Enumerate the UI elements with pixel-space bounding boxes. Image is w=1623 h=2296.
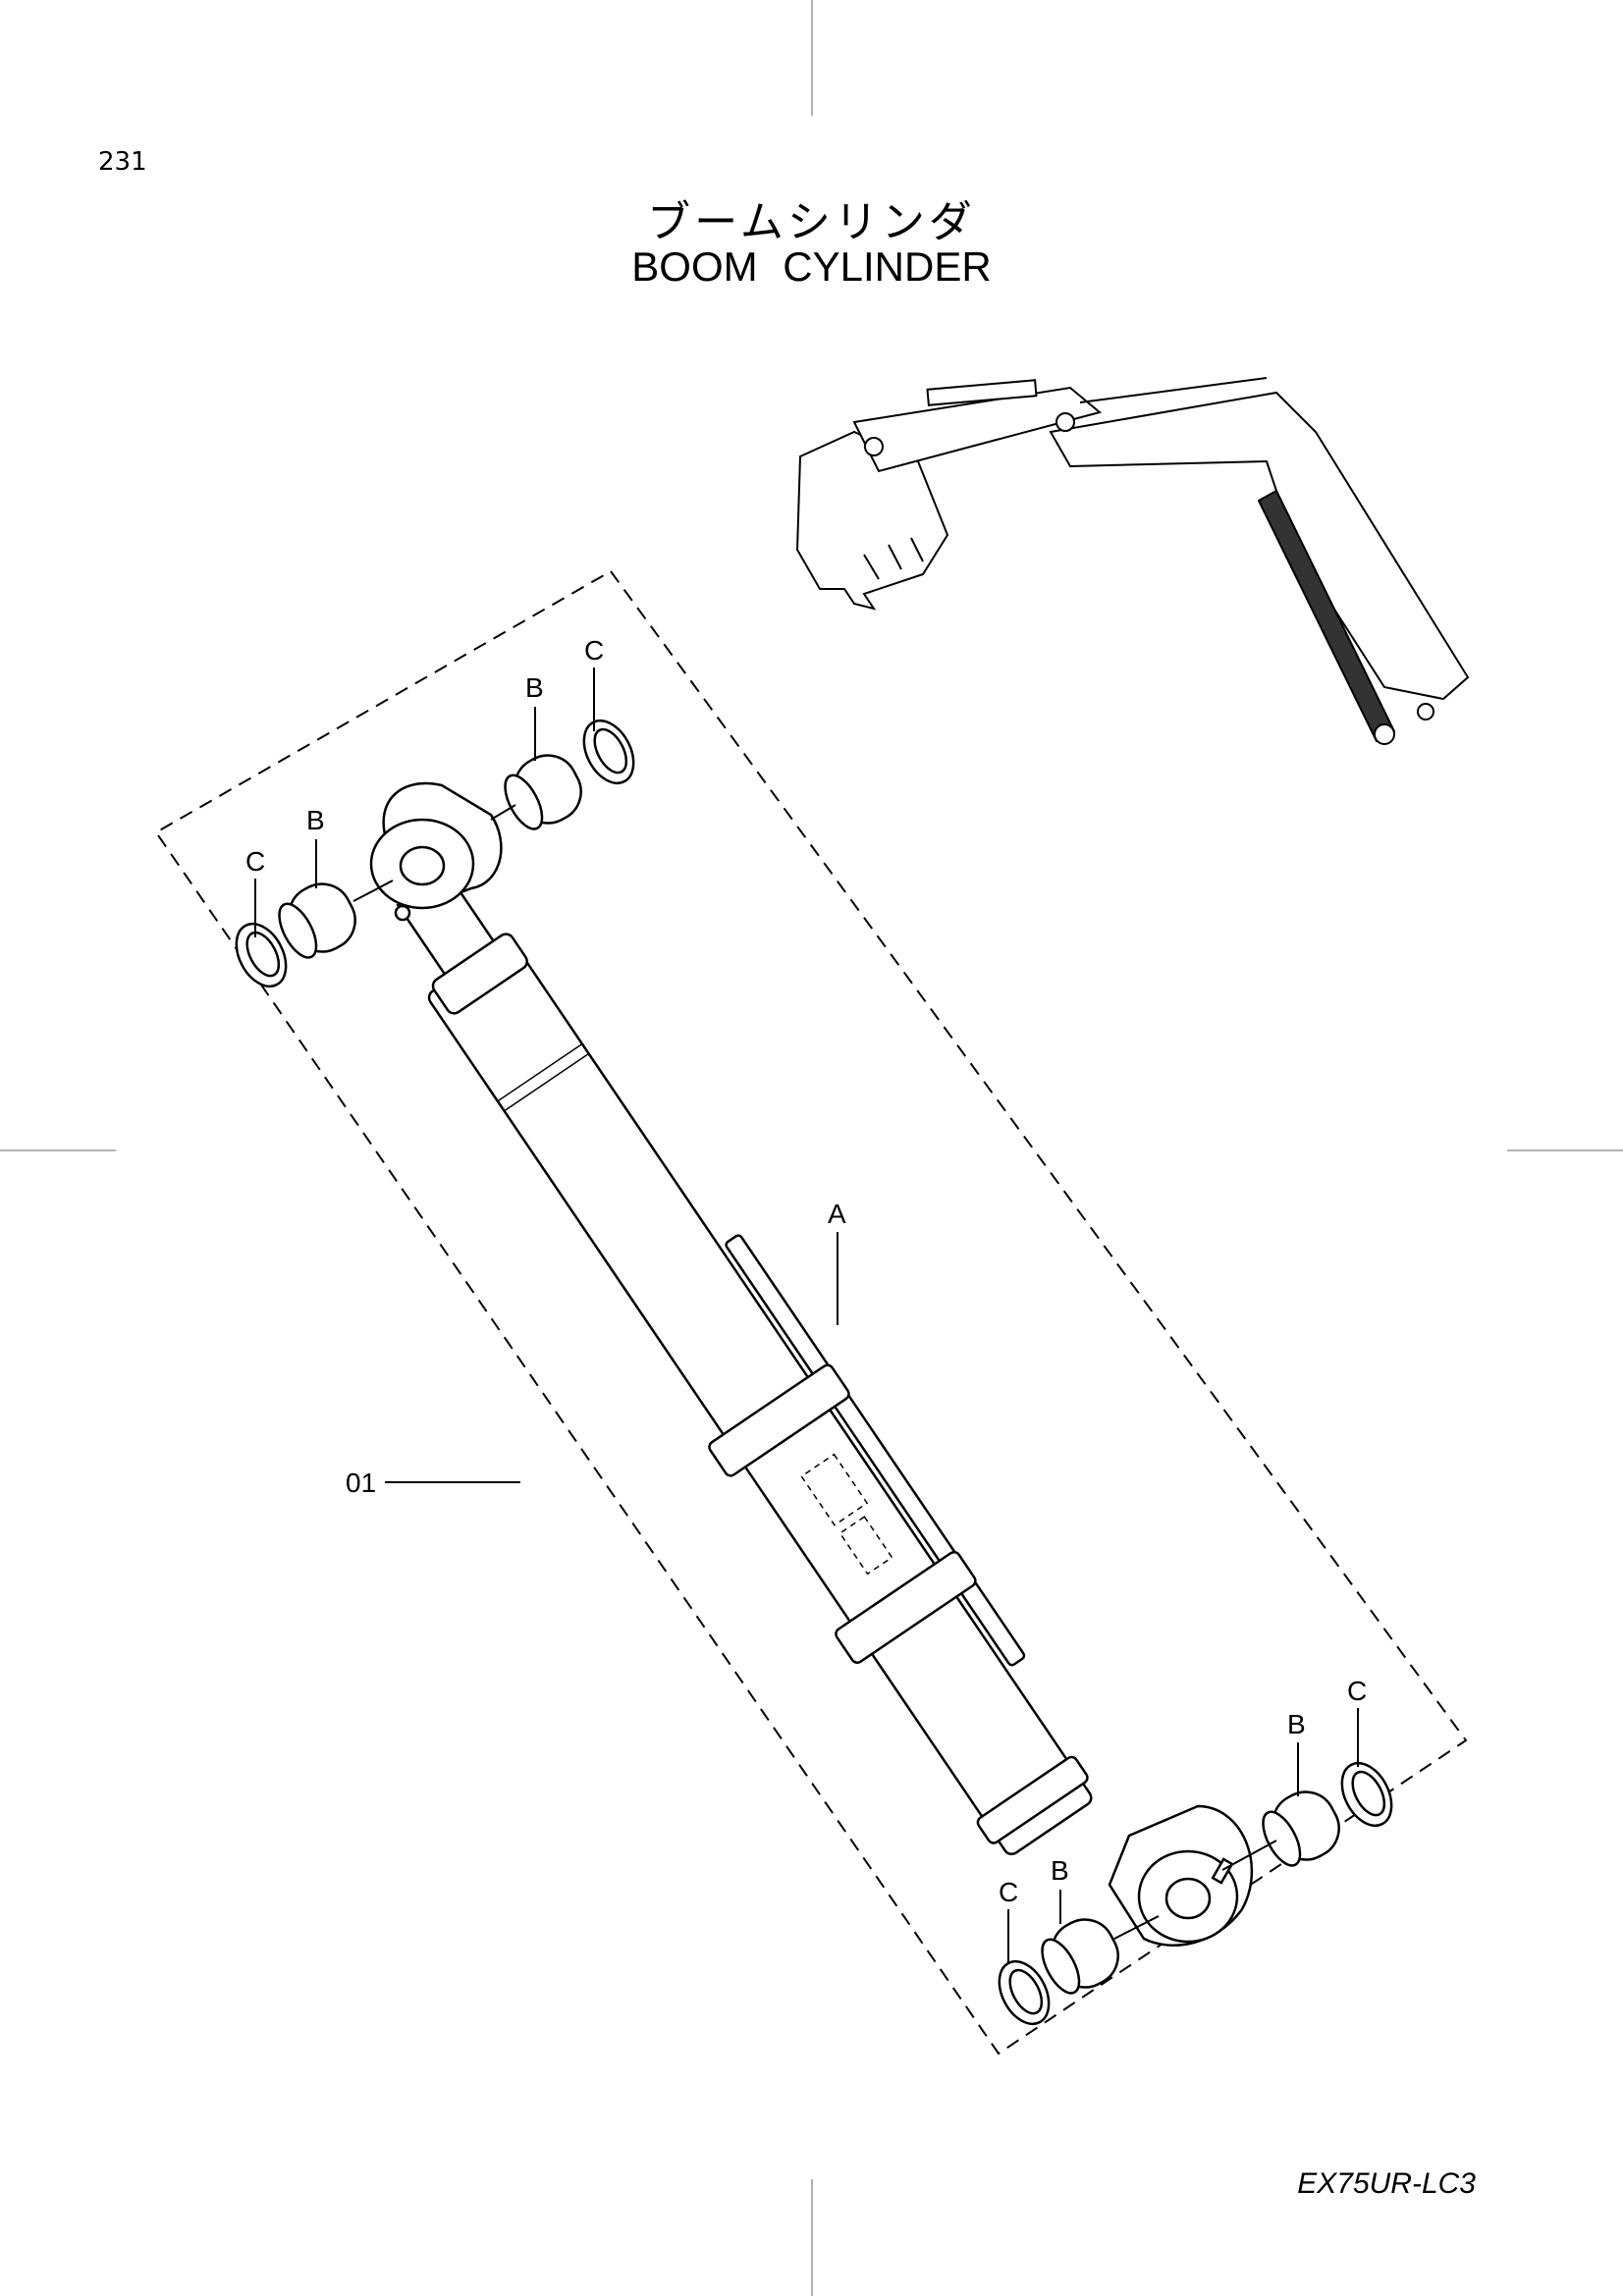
callout-b-bottom-left: B bbox=[1051, 1855, 1069, 1886]
assembly-boundary bbox=[154, 569, 1468, 2056]
excavator-overview-illustration bbox=[795, 377, 1470, 745]
bushing-and-seal-parts bbox=[235, 720, 1393, 2025]
seal-bottom-right bbox=[1340, 1762, 1393, 1827]
bushing-top-left bbox=[278, 882, 356, 959]
model-number: EX75UR-LC3 bbox=[1297, 2167, 1476, 2200]
callout-b-top-left: B bbox=[306, 805, 325, 835]
callout-c-top-left: C bbox=[245, 846, 265, 877]
boom-cylinder-body bbox=[369, 781, 1253, 1947]
top-rod-eye bbox=[369, 781, 503, 922]
callout-c-top-right: C bbox=[584, 635, 604, 666]
bottom-rod-eye bbox=[1108, 1804, 1253, 1947]
page-number: 231 bbox=[98, 147, 147, 177]
callout-a-cylinder: A bbox=[828, 1199, 846, 1229]
callout-b-bottom-right: B bbox=[1287, 1709, 1306, 1739]
callout-c-bottom-left: C bbox=[999, 1877, 1018, 1907]
seal-top-left bbox=[235, 923, 288, 988]
page-title-japanese: ブームシリンダ bbox=[647, 197, 976, 247]
callout-c-bottom-right: C bbox=[1347, 1676, 1367, 1706]
leader-lines bbox=[254, 667, 1359, 1963]
bushing-bottom-right bbox=[1262, 1790, 1340, 1867]
bushing-top-right bbox=[504, 754, 582, 830]
callout-01-assembly: 01 bbox=[346, 1468, 376, 1498]
callout-b-top-right: B bbox=[525, 672, 544, 703]
bushing-bottom-left bbox=[1041, 1918, 1119, 1995]
page-title-english: BOOM CYLINDER bbox=[631, 243, 992, 290]
seal-top-right bbox=[582, 720, 635, 784]
